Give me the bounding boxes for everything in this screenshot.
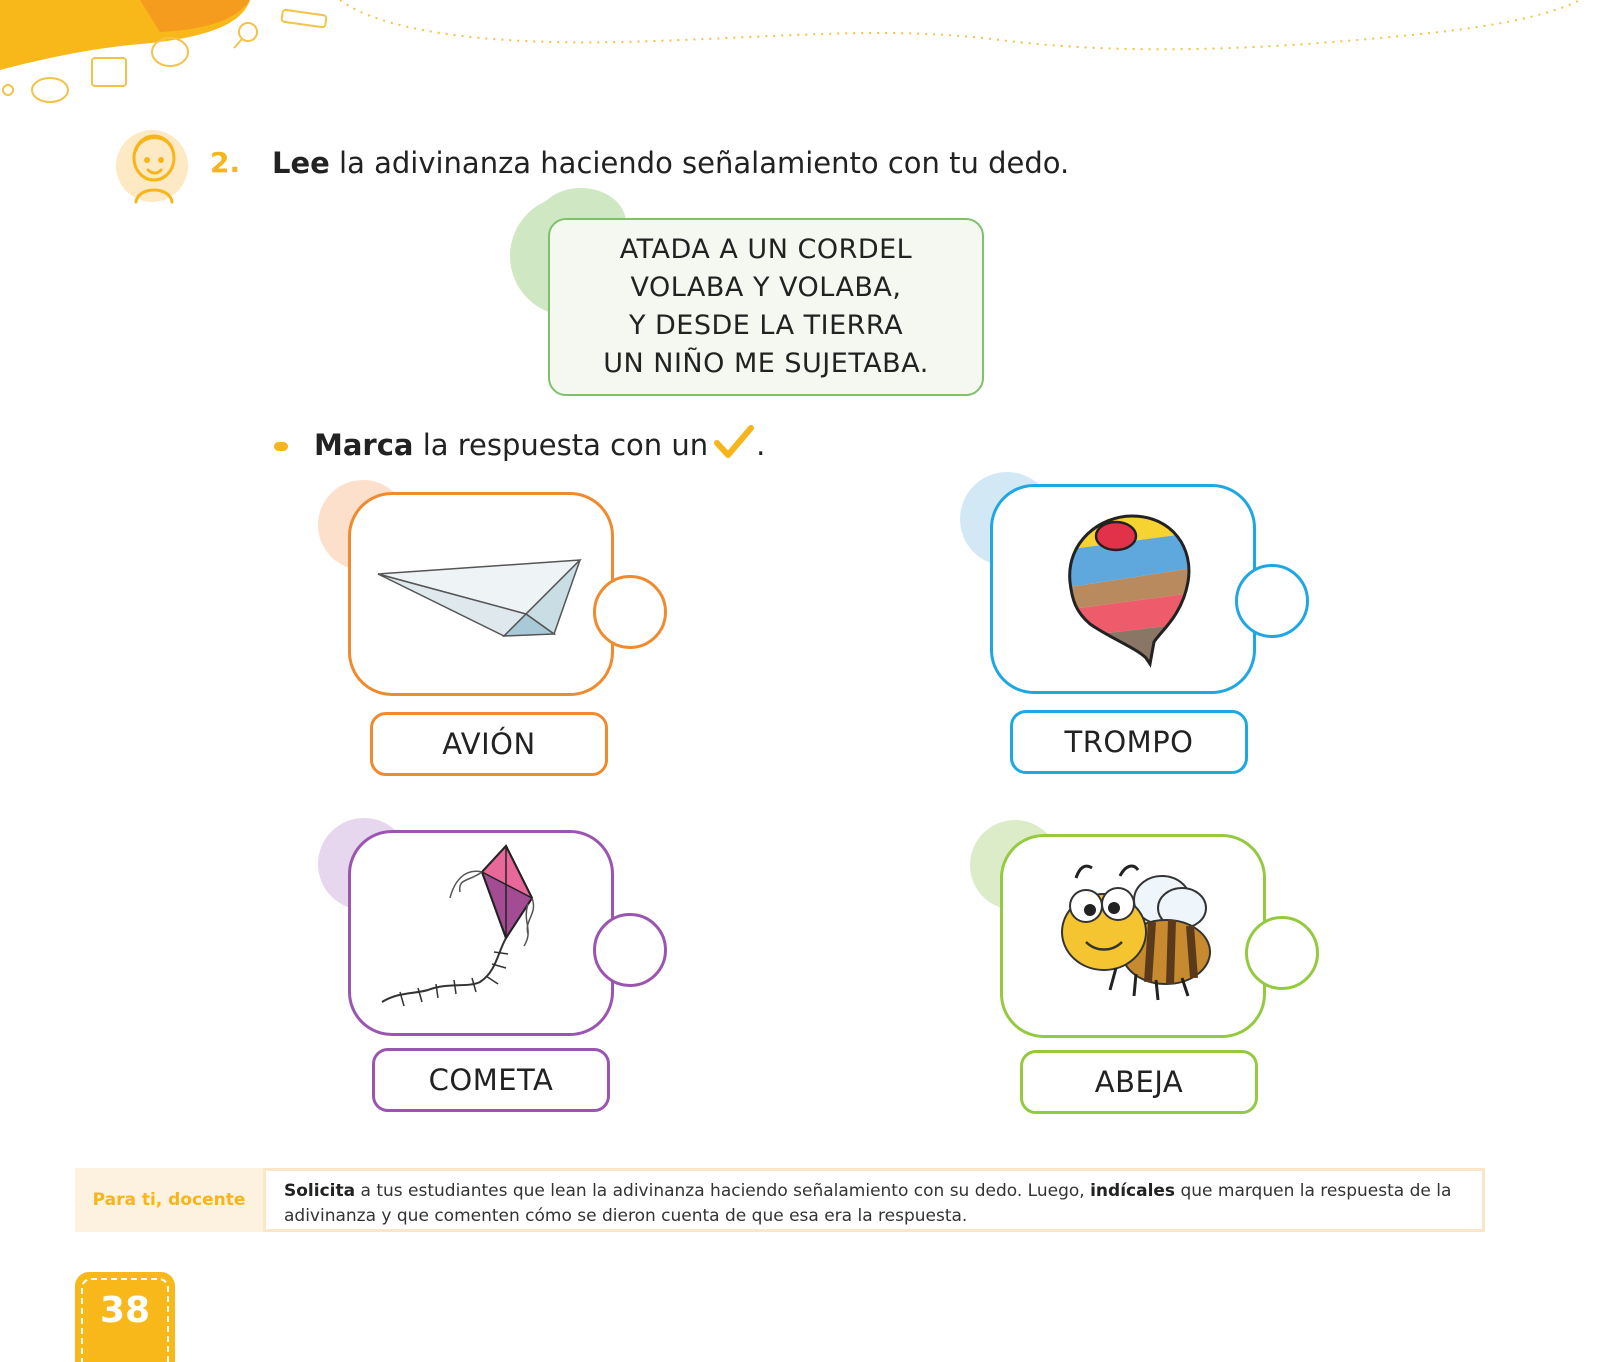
teacher-note-title: Para ti, docente <box>75 1168 263 1232</box>
bullet-icon <box>274 442 288 451</box>
page-number-tab: 38 <box>75 1272 175 1362</box>
answer-circle-cometa[interactable] <box>593 913 667 987</box>
option-label-avion: AVIÓN <box>370 712 608 776</box>
option-card-cometa <box>348 830 614 1036</box>
option-label-abeja: ABEJA <box>1020 1050 1258 1114</box>
task-text: la respuesta con un <box>413 428 709 462</box>
instruction-text: la adivinanza haciendo señalamiento con … <box>329 146 1070 180</box>
page-number: 38 <box>81 1278 169 1362</box>
note-bold-1: Solicita <box>284 1181 356 1201</box>
teacher-note-text: Solicita a tus estudiantes que lean la a… <box>263 1168 1485 1232</box>
bee-icon <box>1061 864 1211 1001</box>
answer-circle-avion[interactable] <box>593 575 667 649</box>
note-text-1: a tus estudiantes que lean la adivinanza… <box>355 1181 1091 1201</box>
task-end: . <box>756 428 766 462</box>
exercise-number: 2. <box>210 146 241 179</box>
task-verb: Marca <box>314 428 414 462</box>
option-label-trompo: TROMPO <box>1010 710 1248 774</box>
riddle-line: UN NIÑO ME SUJETABA. <box>603 348 929 379</box>
option-label-cometa: COMETA <box>372 1048 610 1112</box>
answer-circle-abeja[interactable] <box>1245 916 1319 990</box>
answer-circle-trompo[interactable] <box>1235 564 1309 638</box>
riddle-box: ATADA A UN CORDEL VOLABA Y VOLABA, Y DES… <box>548 218 984 396</box>
riddle-line: ATADA A UN CORDEL <box>619 234 913 265</box>
riddle-line: Y DESDE LA TIERRA <box>628 310 904 341</box>
student-avatar-icon <box>116 130 188 204</box>
checkmark-icon <box>714 425 755 458</box>
header-decoration <box>0 0 1581 103</box>
instruction-verb: Lee <box>272 146 330 180</box>
exercise-instruction: Lee la adivinanza haciendo señalamiento … <box>272 146 1069 180</box>
riddle-line: VOLABA Y VOLABA, <box>630 272 902 303</box>
spinning-top-icon <box>1068 514 1191 668</box>
task-instruction: Marca la respuesta con un. <box>314 425 765 462</box>
paper-plane-icon <box>377 559 582 637</box>
note-text-2: que marquen la respuesta de la adivinanz… <box>284 1181 1452 1226</box>
note-bold-2: indícales <box>1090 1181 1176 1201</box>
kite-icon <box>381 844 535 1007</box>
